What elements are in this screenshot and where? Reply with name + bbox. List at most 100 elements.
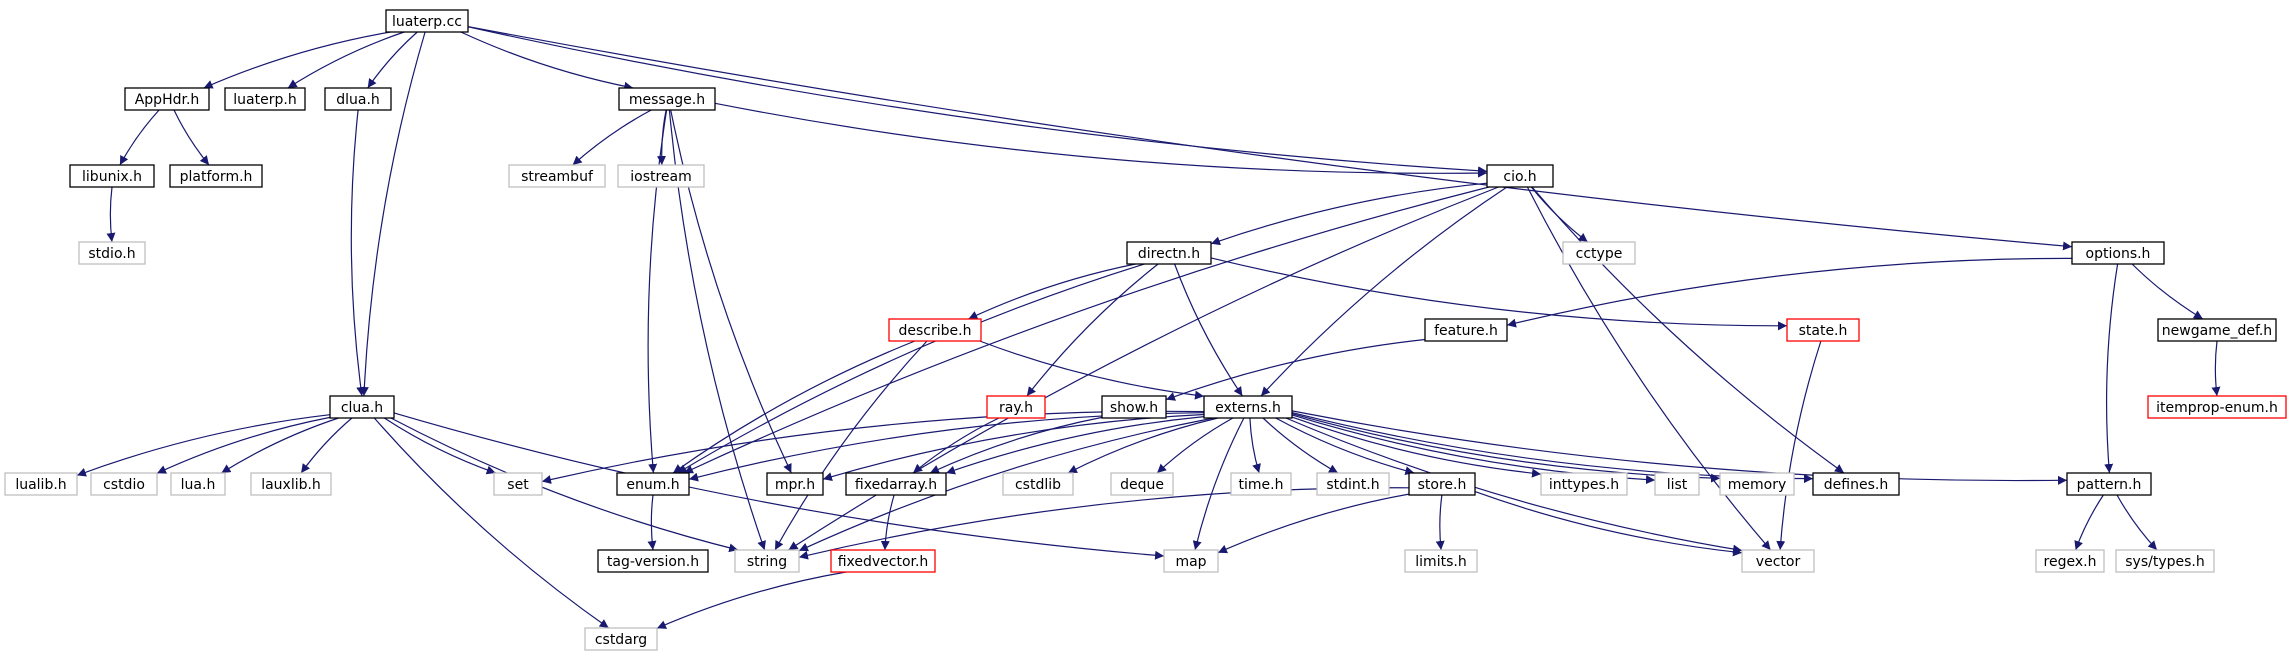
node-label: list bbox=[1667, 477, 1688, 493]
edge-store-h-to-map bbox=[1217, 493, 1410, 554]
node-box bbox=[224, 87, 306, 111]
node-label: options.h bbox=[2086, 246, 2151, 262]
edge-cio-h-to-defines-h bbox=[1531, 186, 1845, 474]
node-box bbox=[1203, 395, 1293, 419]
node-lua-h: lua.h bbox=[170, 472, 226, 496]
node-box bbox=[1654, 472, 1700, 496]
edge-apphdr-h-to-platform-h bbox=[173, 109, 210, 166]
edge-message-h-to-cio-h bbox=[714, 102, 1488, 178]
node-label: store.h bbox=[1418, 477, 1467, 493]
edge-clua-h-to-cstdio bbox=[156, 416, 331, 474]
edge-externs-h-to-string bbox=[798, 417, 1214, 552]
node-itemprop-enum-h[interactable]: itemprop-enum.h bbox=[2147, 395, 2287, 419]
node-label: memory bbox=[1728, 477, 1787, 493]
node-luaterp-h[interactable]: luaterp.h bbox=[224, 87, 306, 111]
edge-store-h-to-limits-h bbox=[1435, 494, 1445, 551]
node-box bbox=[1110, 472, 1174, 496]
node-apphdr-h[interactable]: AppHdr.h bbox=[124, 87, 210, 111]
node-show-h[interactable]: show.h bbox=[1101, 395, 1167, 419]
node-newgame-def-h[interactable]: newgame_def.h bbox=[2157, 318, 2277, 342]
edge-externs-h-to-cstdlib bbox=[1067, 417, 1219, 474]
node-label: stdint.h bbox=[1326, 477, 1379, 493]
node-fixedvector-h[interactable]: fixedvector.h bbox=[830, 549, 936, 573]
edge-state-h-to-vector bbox=[1776, 340, 1822, 551]
node-box bbox=[617, 164, 705, 188]
edge-cio-h-to-vector bbox=[1526, 186, 1772, 551]
node-box bbox=[1230, 472, 1292, 496]
node-time-h: time.h bbox=[1230, 472, 1292, 496]
edge-luaterp-cc-to-apphdr-h bbox=[203, 31, 391, 89]
node-libunix-h[interactable]: libunix.h bbox=[69, 164, 155, 188]
node-box bbox=[616, 472, 690, 496]
edge-directn-h-to-ray-h bbox=[1026, 263, 1159, 397]
node-box bbox=[124, 87, 210, 111]
node-box bbox=[830, 549, 936, 573]
node-defines-h[interactable]: defines.h bbox=[1812, 472, 1900, 496]
node-directn-h[interactable]: directn.h bbox=[1126, 241, 1212, 265]
node-box bbox=[1562, 241, 1636, 265]
node-dlua-h[interactable]: dlua.h bbox=[324, 87, 392, 111]
node-box bbox=[597, 549, 709, 573]
node-cio-h[interactable]: cio.h bbox=[1486, 164, 1554, 188]
node-pattern-h[interactable]: pattern.h bbox=[2066, 472, 2152, 496]
node-enum-h[interactable]: enum.h bbox=[616, 472, 690, 496]
node-label: time.h bbox=[1239, 477, 1284, 493]
node-box bbox=[986, 395, 1046, 419]
edge-describe-h-to-string bbox=[774, 340, 928, 551]
node-label: AppHdr.h bbox=[135, 92, 200, 108]
node-clua-h[interactable]: clua.h bbox=[329, 395, 395, 419]
edge-dlua-h-to-clua-h bbox=[350, 109, 366, 397]
edge-luaterp-cc-to-clua-h bbox=[359, 31, 426, 397]
node-label: regex.h bbox=[2044, 554, 2097, 570]
node-label: streambuf bbox=[521, 169, 594, 185]
node-box bbox=[90, 472, 158, 496]
node-label: dlua.h bbox=[336, 92, 380, 108]
node-box bbox=[1719, 472, 1795, 496]
node-box bbox=[1404, 549, 1478, 573]
node-mpr-h[interactable]: mpr.h bbox=[766, 472, 824, 496]
node-label: mpr.h bbox=[775, 477, 815, 493]
node-label: cstdio bbox=[103, 477, 145, 493]
node-box bbox=[584, 627, 658, 651]
edge-libunix-h-to-stdio-h bbox=[106, 186, 116, 243]
node-box bbox=[1540, 472, 1628, 496]
node-label: libunix.h bbox=[82, 169, 142, 185]
node-message-h[interactable]: message.h bbox=[618, 87, 716, 111]
edge-options-h-to-feature-h bbox=[1506, 257, 2073, 328]
node-describe-h[interactable]: describe.h bbox=[888, 318, 982, 342]
node-label: fixedarray.h bbox=[855, 477, 937, 493]
edge-message-h-to-enum-h bbox=[647, 109, 668, 474]
node-ray-h[interactable]: ray.h bbox=[986, 395, 1046, 419]
node-fixedarray-h[interactable]: fixedarray.h bbox=[845, 472, 947, 496]
node-box bbox=[493, 472, 543, 496]
node-box bbox=[4, 472, 78, 496]
node-label: luaterp.cc bbox=[392, 14, 462, 30]
edge-externs-h-to-pattern-h bbox=[1291, 410, 2068, 485]
node-label: newgame_def.h bbox=[2162, 323, 2272, 339]
node-label: set bbox=[507, 477, 529, 493]
node-label: platform.h bbox=[180, 169, 253, 185]
edge-externs-h-to-defines-h bbox=[1291, 412, 1814, 484]
edge-enum-h-to-tag-version-h bbox=[647, 494, 657, 551]
node-store-h[interactable]: store.h bbox=[1408, 472, 1476, 496]
edge-externs-h-to-vector bbox=[1285, 417, 1743, 554]
node-label: enum.h bbox=[626, 477, 679, 493]
node-label: message.h bbox=[629, 92, 705, 108]
node-options-h[interactable]: options.h bbox=[2071, 241, 2165, 265]
node-box bbox=[766, 472, 824, 496]
node-box bbox=[1424, 318, 1508, 342]
node-box bbox=[324, 87, 392, 111]
edge-externs-h-to-store-h bbox=[1275, 417, 1415, 476]
node-label: lua.h bbox=[181, 477, 216, 493]
node-state-h[interactable]: state.h bbox=[1786, 318, 1860, 342]
node-externs-h[interactable]: externs.h bbox=[1203, 395, 1293, 419]
node-platform-h[interactable]: platform.h bbox=[169, 164, 263, 188]
node-list: list bbox=[1654, 472, 1700, 496]
edge-store-h-to-vector bbox=[1474, 491, 1743, 557]
node-tag-version-h[interactable]: tag-version.h bbox=[597, 549, 709, 573]
node-box bbox=[2035, 549, 2105, 573]
node-feature-h[interactable]: feature.h bbox=[1424, 318, 1508, 342]
node-label: describe.h bbox=[899, 323, 972, 339]
node-label: defines.h bbox=[1824, 477, 1888, 493]
